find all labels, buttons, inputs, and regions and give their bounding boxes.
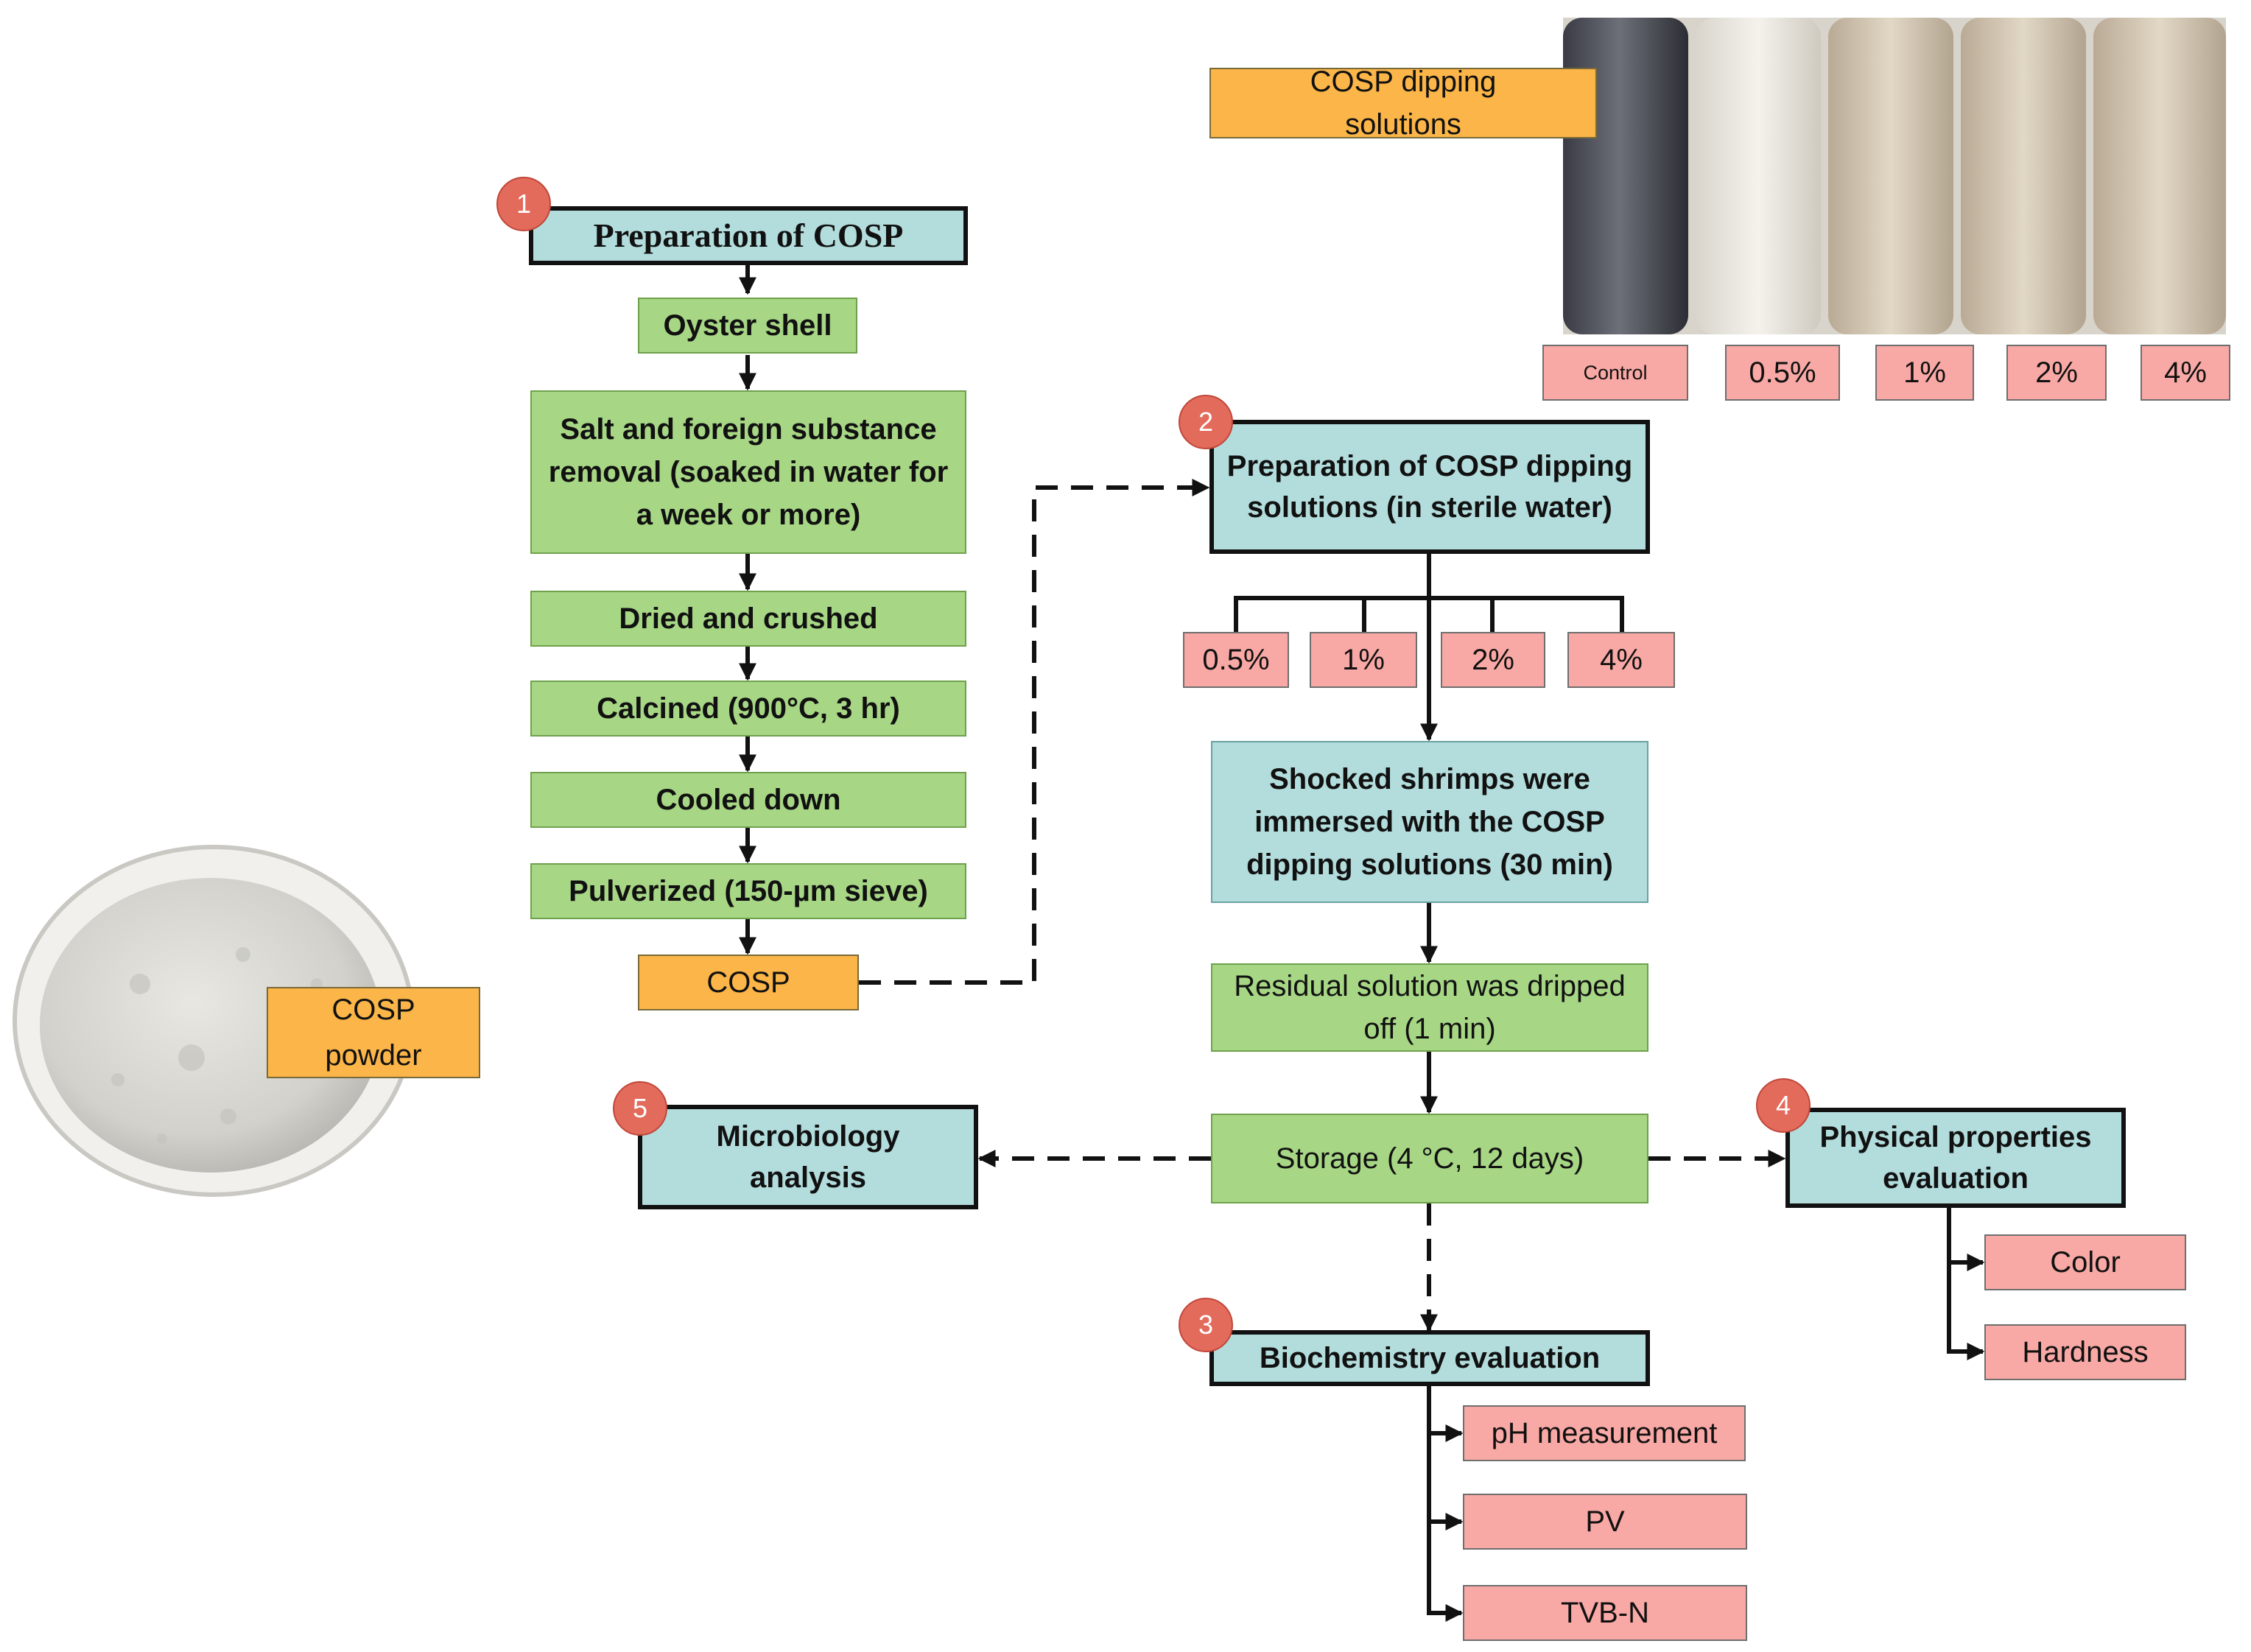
bracket-physical (1947, 1208, 1985, 1360)
step-drip-off: Residual solution was dripped off (1 min… (1211, 963, 1648, 1052)
section2-badge: 2 (1179, 395, 1233, 449)
biochem-item-tvbn: TVB-N (1463, 1585, 1747, 1641)
biochem-item-ph: pH measurement (1463, 1405, 1746, 1461)
step-pulverized: Pulverized (150-µm sieve) (530, 863, 966, 919)
tube-label-0.5: 0.5% (1725, 345, 1840, 401)
physical-item-hardness: Hardness (1984, 1324, 2186, 1380)
section5-badge: 5 (613, 1081, 667, 1136)
dipping-solutions-photo (1563, 18, 2226, 334)
tube-label-4: 4% (2141, 345, 2230, 401)
step-oyster-shell: Oyster shell (638, 298, 857, 354)
section4-badge: 4 (1756, 1078, 1811, 1133)
concentration-1: 1% (1310, 632, 1417, 688)
concentration-4: 4% (1567, 632, 1675, 688)
tube-label-control: Control (1542, 345, 1688, 401)
powder-label: COSP powder (267, 987, 480, 1078)
section1-badge: 1 (496, 177, 551, 231)
dashed-cosp-to-dipping (859, 479, 1210, 985)
section2-title: Preparation of COSP dipping solutions (i… (1209, 420, 1650, 554)
step-salt-removal: Salt and foreign substance removal (soak… (530, 390, 966, 554)
biochem-item-pv: PV (1463, 1494, 1747, 1550)
section1-title: Preparation of COSP (529, 206, 968, 265)
section3-badge: 3 (1179, 1298, 1233, 1352)
step-immersion: Shocked shrimps were immersed with the C… (1211, 741, 1648, 903)
tube-label-1: 1% (1875, 345, 1974, 401)
step-cooled-down: Cooled down (530, 772, 966, 828)
bracket-biochemistry (1427, 1385, 1464, 1622)
step-storage: Storage (4 °C, 12 days) (1211, 1114, 1648, 1203)
concentration-0.5: 0.5% (1183, 632, 1289, 688)
tube-label-2: 2% (2006, 345, 2107, 401)
dipping-solutions-label-text: COSP dipping solutions (1310, 66, 1497, 141)
concentration-2: 2% (1441, 632, 1545, 688)
step-dried-crushed: Dried and crushed (530, 591, 966, 647)
cosp-product: COSP (638, 955, 859, 1010)
cosp-powder-photo (13, 845, 415, 1197)
branch-concentrations (1234, 596, 1624, 632)
section4-title: Physical properties evaluation (1785, 1108, 2126, 1208)
powder-label-text: COSP powder (325, 994, 422, 1072)
step-calcined: Calcined (900°C, 3 hr) (530, 681, 966, 737)
section3-title: Biochemistry evaluation (1209, 1330, 1650, 1386)
dipping-solutions-label: COSP dipping solutions (1209, 66, 1597, 141)
section5-title: Microbiology analysis (638, 1105, 978, 1209)
physical-item-color: Color (1984, 1234, 2186, 1290)
